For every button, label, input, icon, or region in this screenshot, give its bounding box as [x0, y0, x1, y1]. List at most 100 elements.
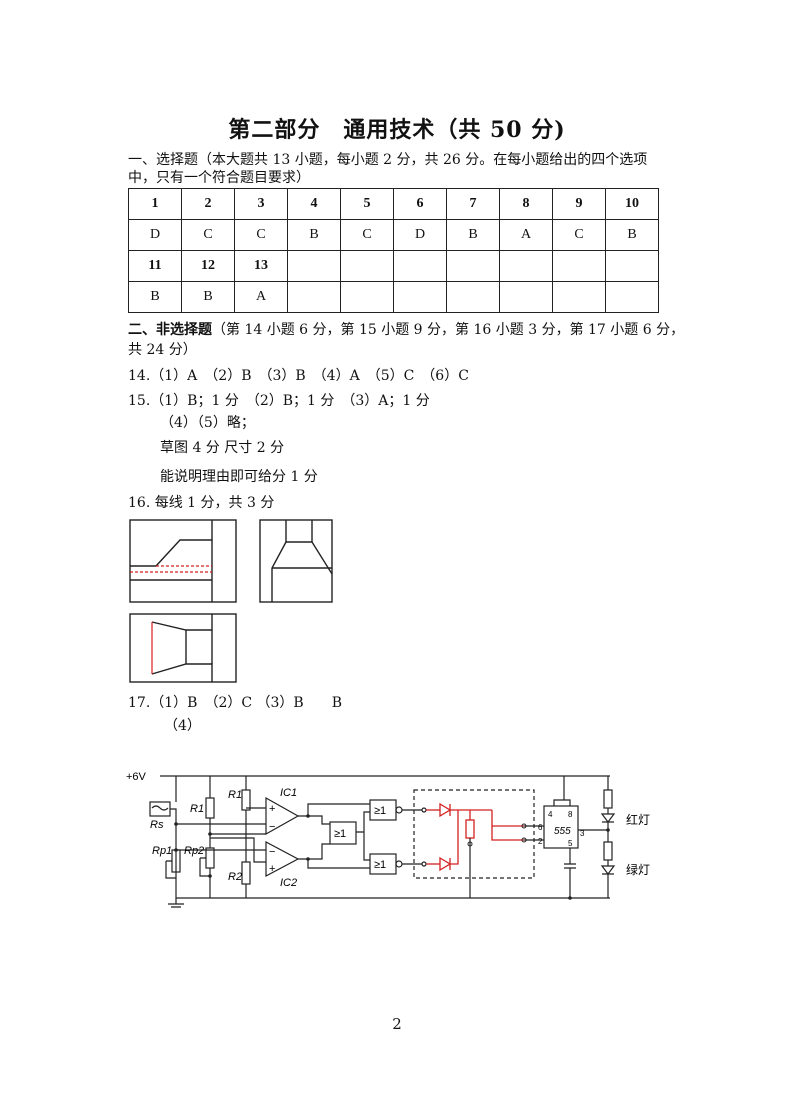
red-light-label: 红灯 — [626, 812, 650, 827]
dashed-answer-box — [413, 789, 535, 879]
section2-heading-rest: （第 14 小题 6 分，第 15 小题 9 分，第 16 小题 3 分，第 1… — [212, 322, 685, 338]
pin8-label: 8 — [568, 810, 573, 819]
pin6-label: 6 — [538, 823, 543, 832]
table-cell: B — [128, 281, 182, 313]
diode-bottom-icon — [439, 856, 452, 872]
led-resistor-top — [603, 789, 613, 809]
section2-heading-bold: 二、非选择题 — [128, 322, 212, 338]
pin5-label: 5 — [568, 839, 573, 848]
r1-resistor-icon — [205, 797, 215, 819]
top-view-drawing — [129, 613, 237, 683]
table-cell: C — [234, 219, 288, 251]
page-title: 第二部分 通用技术（共 50 分) — [228, 117, 566, 143]
table-cell: 2 — [181, 188, 235, 220]
red-led-icon — [600, 813, 616, 823]
answer-table: 1 2 3 4 5 6 7 8 9 10 D C C B C D B A C B… — [128, 188, 659, 313]
table-cell: 1 — [128, 188, 182, 220]
q17-answer-line2: （4） — [164, 718, 201, 734]
side-view-drawing — [259, 519, 333, 603]
r1-label: R1 — [190, 803, 204, 815]
table-cell: 5 — [340, 188, 394, 220]
table-cell: 6 — [393, 188, 447, 220]
r2-resistor-icon — [241, 861, 251, 885]
ic1-plus: + — [269, 803, 275, 815]
table-cell: D — [393, 219, 447, 251]
table-row: B B A — [128, 281, 659, 313]
red-answer-wiring — [426, 802, 524, 872]
table-cell: A — [499, 219, 553, 251]
table-cell: 12 — [181, 250, 235, 282]
table-cell — [446, 281, 500, 313]
page-number: 2 — [392, 1015, 402, 1033]
gate-label-middle: ≥1 — [334, 828, 346, 840]
opamp-ic2 — [265, 841, 300, 877]
table-cell: D — [128, 219, 182, 251]
or-gate-middle — [329, 821, 357, 845]
table-cell: C — [181, 219, 235, 251]
table-cell: B — [287, 219, 341, 251]
table-cell: 4 — [287, 188, 341, 220]
table-cell: 7 — [446, 188, 500, 220]
r1b-resistor-icon — [241, 789, 251, 811]
table-cell: 11 — [128, 250, 182, 282]
table-cell — [605, 250, 659, 282]
table-cell — [287, 281, 341, 313]
diode-top-icon — [439, 802, 452, 818]
ic1-label: IC1 — [280, 787, 297, 799]
chip-555 — [543, 805, 579, 849]
pin3-label: 3 — [580, 829, 585, 838]
table-row: D C C B C D B A C B — [128, 219, 659, 251]
red-resistor-icon — [465, 819, 475, 839]
circuit-diagram: +6V Rs R1 R1 R2 Rp1 Rp2 IC1 IC2 + − − + … — [126, 771, 650, 908]
gate-label-bottom: ≥1 — [374, 859, 386, 871]
table-cell: 3 — [234, 188, 288, 220]
gate-label-top: ≥1 — [374, 805, 386, 817]
table-cell: B — [446, 219, 500, 251]
table-cell — [393, 281, 447, 313]
table-cell: C — [552, 219, 606, 251]
table-row: 1 2 3 4 5 6 7 8 9 10 — [128, 188, 659, 220]
table-cell — [552, 250, 606, 282]
table-cell: B — [605, 219, 659, 251]
rp2-label: Rp2 — [184, 845, 204, 857]
ic2-plus: + — [269, 863, 275, 875]
q16-drawings — [129, 519, 333, 683]
ground-icon — [168, 898, 184, 908]
table-cell: 9 — [552, 188, 606, 220]
section2-heading: 二、非选择题（第 14 小题 6 分，第 15 小题 9 分，第 16 小题 3… — [128, 320, 684, 340]
table-cell — [605, 281, 659, 313]
q15-answer-line4: 能说明理由即可给分 1 分 — [160, 469, 318, 485]
ic2-label: IC2 — [280, 877, 297, 889]
pin4-label: 4 — [548, 810, 553, 819]
q14-answer: 14.（1）A （2）B （3）B （4）A （5）C （6）C — [128, 368, 469, 384]
front-view-drawing — [129, 519, 237, 603]
green-led-icon — [600, 865, 616, 875]
table-cell: B — [181, 281, 235, 313]
led-resistor-bottom — [603, 841, 613, 861]
section1-heading-line2: 中，只有一个符合题目要求） — [128, 170, 310, 186]
table-cell: 8 — [499, 188, 553, 220]
ic1-minus: − — [269, 821, 275, 833]
rp2-resistor-icon — [205, 847, 215, 869]
section2-heading-line2: 共 24 分） — [128, 342, 197, 358]
q15-answer-line1: 15.（1）B；1 分 （2）B；1 分 （3）A；1 分 — [128, 393, 430, 409]
opamp-ic1 — [265, 796, 300, 836]
table-row: 11 12 13 — [128, 250, 659, 282]
red-answer-lines — [130, 565, 212, 674]
ic2-minus: − — [269, 846, 275, 858]
q15-answer-line2: （4）（5）略； — [160, 415, 255, 431]
table-cell — [446, 250, 500, 282]
table-cell — [340, 250, 394, 282]
table-cell — [340, 281, 394, 313]
table-cell: 10 — [605, 188, 659, 220]
table-cell — [393, 250, 447, 282]
table-cell: C — [340, 219, 394, 251]
table-cell — [287, 250, 341, 282]
q15-answer-line3: 草图 4 分 尺寸 2 分 — [160, 440, 285, 456]
rp1-label: Rp1 — [152, 845, 172, 857]
green-light-label: 绿灯 — [626, 862, 650, 877]
table-cell — [499, 250, 553, 282]
rs-label: Rs — [150, 819, 164, 831]
pin2-label: 2 — [538, 837, 543, 846]
vcc-label: +6V — [126, 771, 147, 783]
